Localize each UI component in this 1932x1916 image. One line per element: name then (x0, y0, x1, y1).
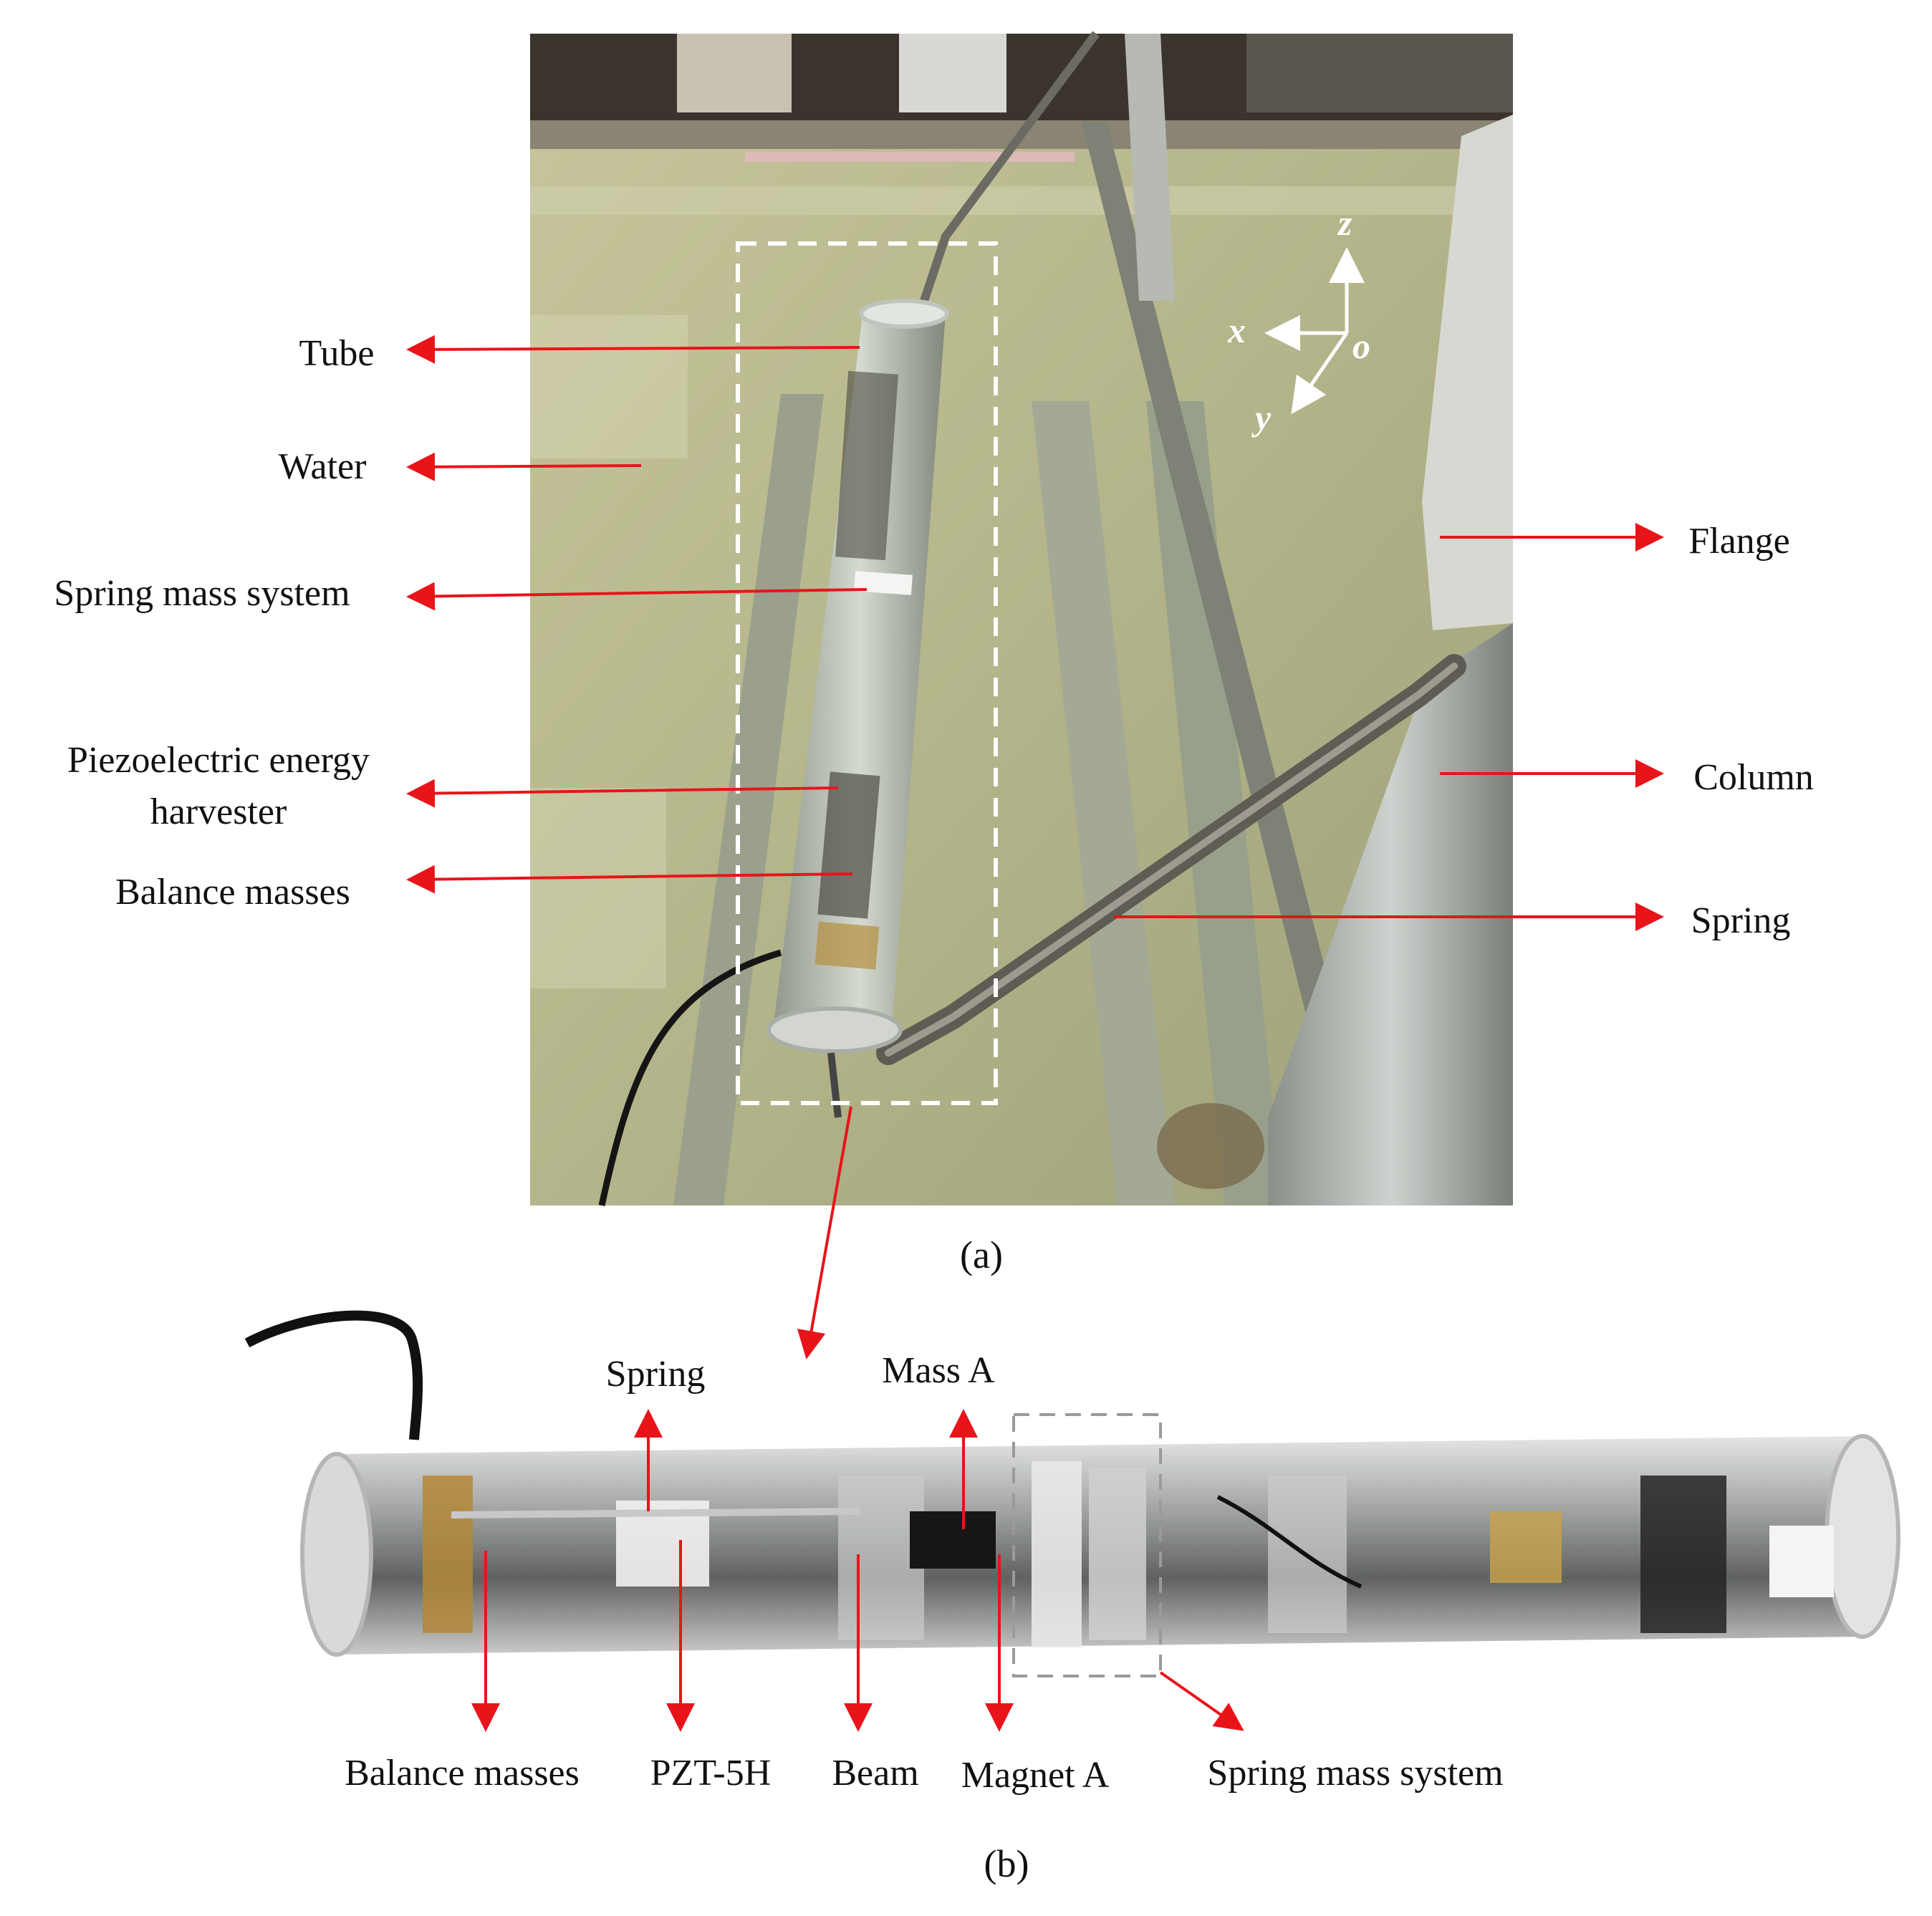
label-piezoelectric-energy: Piezoelectric energy (67, 740, 370, 781)
label-magnet-a: Magnet A (961, 1755, 1110, 1796)
panel-b-arrows (471, 1409, 1244, 1732)
label-spring-a: Spring (1691, 900, 1791, 941)
label-flange: Flange (1688, 521, 1790, 562)
coordinate-axes: z x o y (1227, 203, 1370, 438)
label-spring-b: Spring (606, 1354, 706, 1395)
label-balance-masses-a: Balance masses (115, 872, 350, 913)
label-water: Water (279, 446, 367, 487)
panel-a-labels: Tube Water Spring mass system Piezoelect… (54, 333, 1813, 1276)
label-pzt-5h: PZT-5H (650, 1753, 772, 1794)
label-tube: Tube (299, 333, 374, 374)
panel-a-arrows (406, 334, 1664, 1359)
label-balance-masses-b: Balance masses (345, 1753, 580, 1794)
axis-y-label: y (1251, 398, 1272, 438)
axis-o-label: o (1352, 326, 1370, 366)
label-spring-mass-system-a: Spring mass system (54, 573, 350, 614)
label-mass-a: Mass A (882, 1350, 995, 1391)
panel-a-photo: z x o y (530, 31, 1513, 1206)
label-spring-mass-system-b: Spring mass system (1207, 1753, 1503, 1794)
axis-z-label: z (1337, 203, 1352, 243)
label-harvester: harvester (150, 791, 287, 832)
panel-b-photo (244, 1310, 1900, 1677)
axis-x-label: x (1227, 310, 1246, 350)
caption-a: (a) (960, 1233, 1003, 1276)
panel-b-labels: Spring Mass A Balance masses PZT-5H Beam… (345, 1350, 1503, 1885)
label-beam: Beam (832, 1753, 918, 1794)
label-column: Column (1693, 757, 1814, 798)
caption-b: (b) (984, 1842, 1029, 1885)
